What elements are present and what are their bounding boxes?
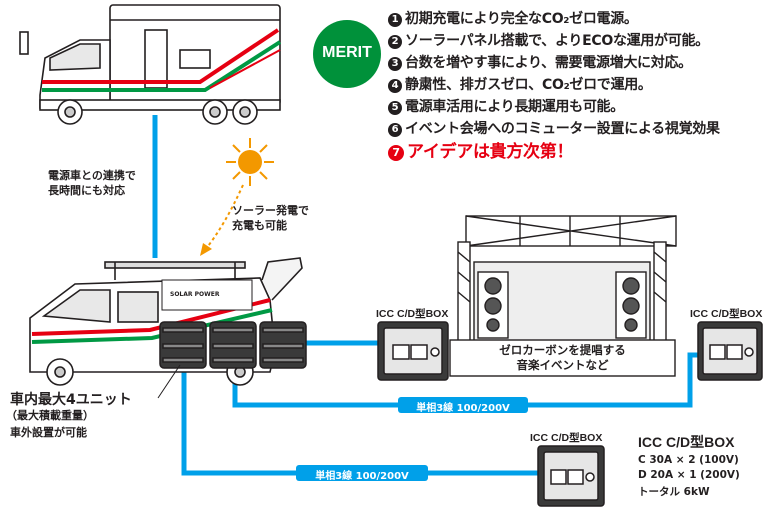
spec-line: C 30A × 2 (100V) <box>638 454 739 466</box>
merit-item-text: 台数を増やす事により、需要電源増大に対応。 <box>405 55 692 71</box>
units-outside-label: 車外設置が可能 <box>10 426 87 439</box>
merit-item-number: 3 <box>388 57 402 71</box>
units-sub-label: （最大積載重量） <box>6 409 94 422</box>
van-brand-text: SOLAR POWER <box>170 291 220 298</box>
merit-item-text: ソーラーパネル搭載で、よりECOな運用が可能。 <box>405 33 709 49</box>
spec-title: ICC C/D型BOX <box>638 434 735 450</box>
icc-box-bottom-label: ICC C/D型BOX <box>530 432 603 444</box>
power-truck <box>19 4 281 125</box>
icc-box-left <box>377 321 449 381</box>
spec-line: トータル 6kW <box>638 486 710 498</box>
merit-item-text: イベント会場へのコミューター設置による視覚効果 <box>405 121 720 137</box>
event-stage <box>449 215 677 377</box>
units-leader-line <box>157 364 181 399</box>
spec-line: D 20A × 1 (200V) <box>638 469 740 481</box>
merit-badge-label: MERIT <box>322 44 372 61</box>
van-logo-panel <box>161 279 253 311</box>
merit-item-text: 静粛性、排ガスゼロ、CO₂ゼロで運用。 <box>405 77 652 93</box>
merit-item-number: 4 <box>388 79 402 93</box>
icc-box-right <box>697 321 763 381</box>
battery-unit <box>209 321 257 369</box>
lower-line-label-bg <box>296 465 428 481</box>
lower-line-label: 単相3線 100/200V <box>315 471 409 482</box>
merit-item-number: 7 <box>388 145 404 161</box>
merit-badge <box>313 20 381 88</box>
merit-item-text: 初期充電により完全なCO₂ゼロ電源。 <box>405 11 638 27</box>
upper-line-label: 単相3線 100/200V <box>416 403 510 414</box>
solar-arrow <box>204 184 244 251</box>
battery-units <box>159 321 307 369</box>
upper-line-label-bg <box>398 397 528 413</box>
stage-label: ゼロカーボンを提唱する 音楽イベントなど <box>499 343 626 372</box>
battery-unit <box>259 321 307 369</box>
solar-note: ソーラー発電で 充電も可能 <box>232 204 309 232</box>
merit-item-text: アイデアは貴方次第！ <box>407 142 574 162</box>
truck-note: 電源車との連携で 長時間にも対応 <box>48 169 136 197</box>
merit-item-text: 電源車活用により長期運用も可能。 <box>405 99 624 115</box>
merit-item-number: 1 <box>388 13 402 27</box>
icc-box-left-label: ICC C/D型BOX <box>376 308 449 320</box>
icc-box-right-label: ICC C/D型BOX <box>690 308 763 320</box>
cable-upper-run <box>232 352 700 408</box>
battery-unit <box>159 321 207 369</box>
merit-item-number: 6 <box>388 123 402 137</box>
units-main-label: 車内最大4ユニット <box>10 392 132 408</box>
icc-box-bottom <box>537 445 605 507</box>
merit-item-number: 2 <box>388 35 402 49</box>
merit-item-number: 5 <box>388 101 402 115</box>
sun-icon <box>226 138 274 186</box>
truck-stripes <box>42 28 282 92</box>
